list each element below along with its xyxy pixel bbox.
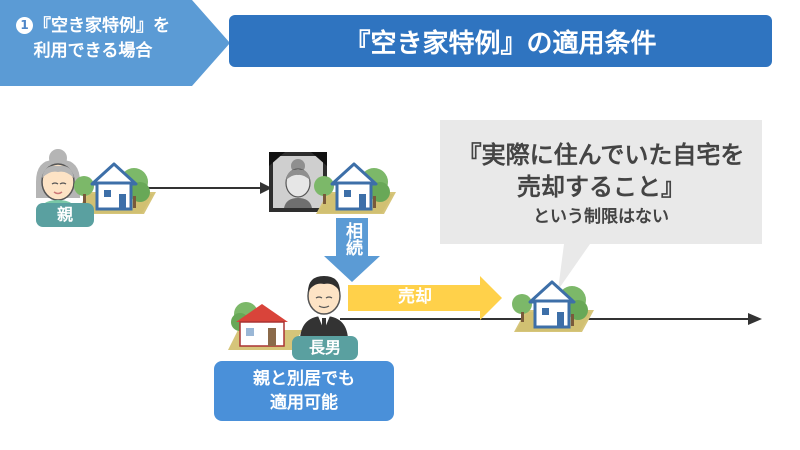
step-label: 1『空き家特例』を 利用できる場合 — [8, 14, 178, 64]
step-number-badge: 1 — [16, 17, 33, 34]
step-chevron — [0, 0, 230, 86]
sell-label: 売却 — [398, 287, 432, 307]
bubble-line-2: 売却すること』 — [517, 173, 685, 201]
condition-line-2: 適用可能 — [270, 393, 338, 413]
sold-home-icon — [510, 280, 596, 334]
bubble-line-1: 『実際に住んでいた自宅を — [457, 141, 745, 169]
step-label-line2: 利用できる場合 — [33, 41, 153, 61]
bubble-line-3: という制限はない — [533, 207, 669, 227]
inherit-label-text: 相続 — [342, 222, 362, 256]
son-home-icon — [228, 302, 302, 350]
step-label-line1: 『空き家特例』を — [34, 16, 170, 36]
parent-label: 親 — [36, 203, 94, 227]
inherit-down-arrow — [324, 218, 380, 282]
speech-bubble — [440, 120, 762, 290]
inherit-label: 相続 — [332, 222, 372, 261]
timeline-arrow-top-head — [260, 182, 272, 194]
condition-box: 親と別居でも 適用可能 — [214, 361, 394, 421]
son-label: 長男 — [292, 336, 358, 360]
condition-line-1: 親と別居でも — [253, 369, 355, 389]
sell-arrow — [348, 276, 502, 320]
son-person-icon — [300, 276, 348, 338]
title-bar: 『空き家特例』の適用条件 — [229, 15, 772, 67]
timeline-arrow-bottom-head — [748, 313, 762, 325]
